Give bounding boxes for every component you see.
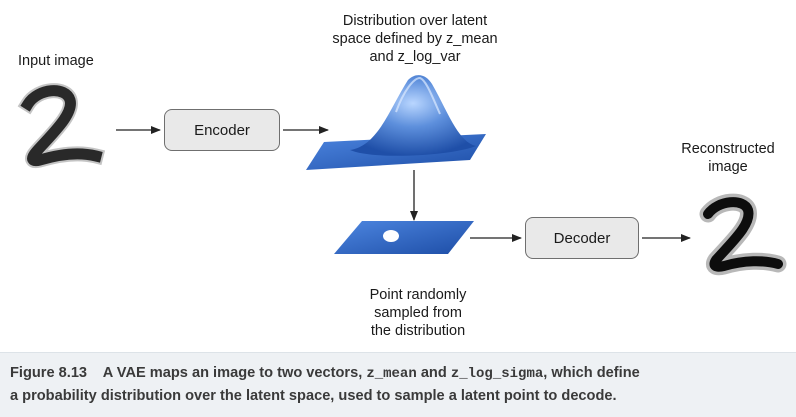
distribution-label-line-3: and z_log_var — [369, 49, 461, 65]
caption-text-2: and — [420, 365, 447, 381]
point-sampled-line-1: Point randomly — [369, 287, 467, 303]
caption-background — [0, 352, 796, 417]
distribution-label-line-1: Distribution over latent — [342, 13, 488, 29]
point-sampled-line-2: sampled from — [374, 305, 462, 321]
latent-distribution-surface — [306, 75, 486, 170]
input-digit-image — [17, 83, 106, 169]
caption-code-z-log-sigma: z_log_sigma — [450, 366, 544, 382]
point-sampled-label: Point randomly sampled from the distribu… — [344, 286, 492, 340]
vae-diagram — [17, 75, 787, 276]
caption-text-1: A VAE maps an image to two vectors, — [102, 365, 363, 381]
caption-line-2: a probability distribution over the late… — [10, 388, 617, 404]
distribution-label: Distribution over latent space defined b… — [322, 12, 508, 66]
caption-code-z-mean: z_mean — [366, 366, 417, 382]
input-image-label: Input image — [18, 53, 94, 69]
caption-text-3: , which define — [543, 365, 640, 381]
reconstructed-label-line-2: image — [708, 159, 748, 175]
figure-number: Figure 8.13 — [10, 365, 88, 381]
reconstructed-digit-image — [699, 193, 787, 276]
point-sampled-line-3: the distribution — [370, 323, 466, 339]
decoder-box: Decoder — [525, 217, 639, 259]
figure-caption: Figure 8.13 A VAE maps an image to two v… — [10, 362, 790, 407]
sampled-point-plane — [334, 221, 474, 254]
reconstructed-label-line-1: Reconstructed — [681, 141, 775, 157]
encoder-box: Encoder — [164, 109, 280, 151]
sampled-point-marker — [383, 230, 399, 242]
distribution-label-line-2: space defined by z_mean — [332, 31, 498, 47]
reconstructed-image-label: Reconstructed image — [672, 140, 784, 176]
caption-line-1: Figure 8.13 A VAE maps an image to two v… — [10, 362, 790, 385]
